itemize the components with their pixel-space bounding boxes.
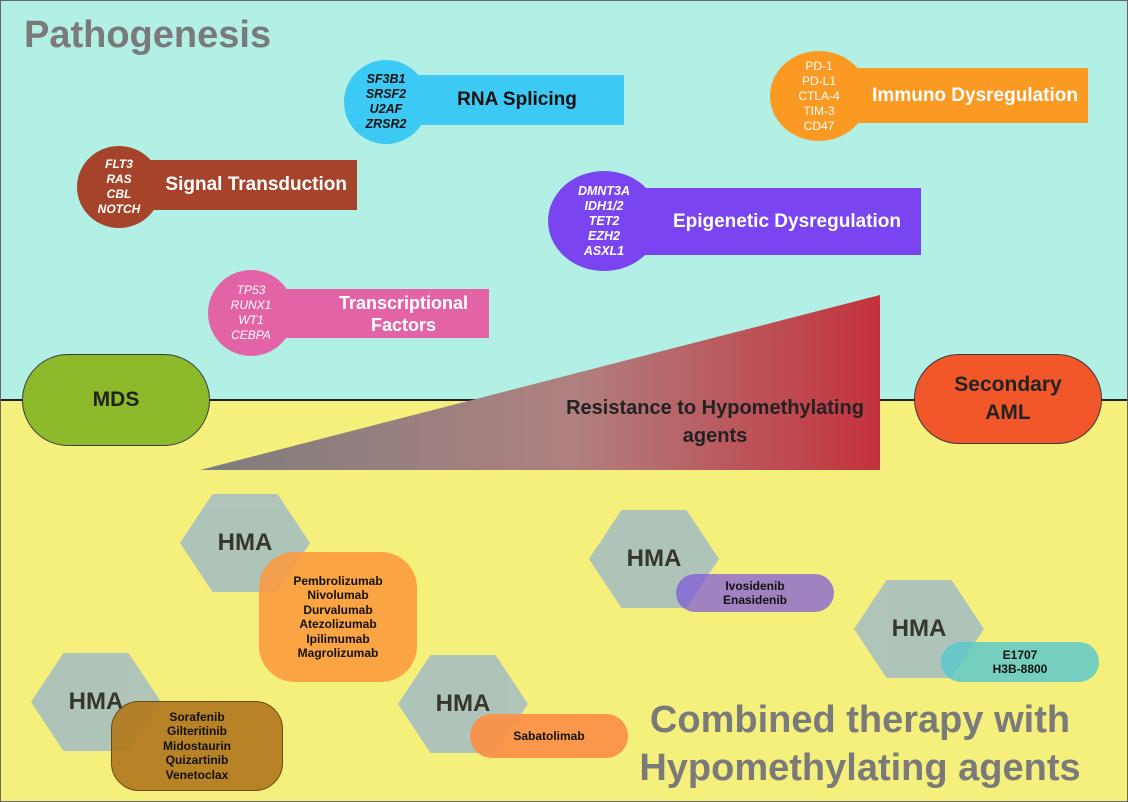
- gene-label: CD47: [803, 118, 835, 133]
- gene-label: RUNX1: [230, 298, 272, 312]
- pathway-label: RNA Splicing: [457, 89, 577, 110]
- drug-label: Atezolizumab: [299, 617, 377, 631]
- drug-label: Nivolumab: [307, 588, 369, 602]
- pathogenesis-title: Pathogenesis: [24, 14, 272, 56]
- mds-stage: MDS: [22, 354, 210, 446]
- gene-circle-transcriptional-factors: TP53 RUNX1 WT1 CEBPA: [208, 270, 294, 356]
- gene-label: FLT3: [105, 157, 133, 171]
- gene-label: TP53: [236, 283, 266, 297]
- gene-label: IDH1/2: [584, 198, 624, 213]
- gene-label: DMNT3A: [577, 183, 631, 198]
- gene-circle-epigenetic-dysregulation: DMNT3A IDH1/2 TET2 EZH2 ASXL1: [548, 171, 660, 271]
- gene-label: EZH2: [588, 228, 620, 243]
- pathway-label: Immuno Dysregulation: [872, 84, 1078, 106]
- gene-label: WT1: [238, 313, 264, 327]
- drug-label: Venetoclax: [165, 767, 229, 782]
- gene-label: TIM-3: [803, 103, 835, 118]
- gene-label: ZRSR2: [365, 117, 407, 131]
- drug-label: Magrolizumab: [297, 646, 379, 660]
- pathway-label: Signal Transduction: [165, 174, 347, 195]
- gene-label: CTLA-4: [798, 88, 840, 103]
- gene-label: CBL: [106, 187, 132, 201]
- drug-label: H3B-8800: [992, 662, 1048, 676]
- gene-label: U2AF: [369, 102, 403, 116]
- pathway-bar-rna-splicing: RNA Splicing: [410, 75, 624, 125]
- drug-label: Ivosidenib: [725, 578, 785, 593]
- drug-label: Sabatolimab: [513, 728, 585, 743]
- gene-label: PD-1: [805, 58, 833, 73]
- gene-label: CEBPA: [231, 328, 271, 342]
- drug-label: E1707: [1002, 647, 1038, 662]
- gene-label: NOTCH: [97, 202, 141, 216]
- gene-circle-immuno-dysregulation: PD-1 PD-L1 CTLA-4 TIM-3 CD47: [770, 51, 868, 141]
- pathway-bar-transcriptional-factors: Transcriptional Factors: [258, 289, 489, 338]
- gene-label: SF3B1: [366, 72, 406, 86]
- resistance-gradient-shape: [200, 295, 880, 470]
- drug-label: Sorafenib: [169, 709, 225, 724]
- drug-box-checkpoint-inhibitors: Pembrolizumab Nivolumab Durvalumab Atezo…: [259, 552, 417, 682]
- pathway-bar-immuno-dysregulation: Immuno Dysregulation: [840, 68, 1088, 123]
- pathway-bar-epigenetic-dysregulation: Epigenetic Dysregulation: [620, 188, 921, 255]
- secondary-aml-stage: Secondary AML: [914, 354, 1102, 444]
- pathway-label: Transcriptional Factors: [338, 292, 469, 335]
- drug-box-idh-inhibitors: Ivosidenib Enasidenib: [676, 574, 834, 612]
- gene-circle-rna-splicing: SF3B1 SRSF2 U2AF ZRSR2: [344, 60, 428, 144]
- gene-label: PD-L1: [801, 73, 836, 88]
- drug-label: Durvalumab: [303, 602, 373, 617]
- drug-label: Quizartinib: [165, 753, 229, 768]
- drug-box-kinase-inhibitors: Sorafenib Gilteritinib Midostaurin Quiza…: [111, 701, 283, 791]
- therapy-title: Combined therapy with Hypomethylating ag…: [639, 699, 1081, 789]
- gene-label: TET2: [588, 213, 620, 228]
- drug-box-sabatolimab: Sabatolimab: [470, 714, 628, 758]
- drug-label: Midostaurin: [163, 738, 231, 753]
- gene-label: RAS: [106, 172, 132, 186]
- gene-label: ASXL1: [583, 243, 625, 258]
- resistance-label: Resistance to Hypomethylating agents: [566, 397, 864, 447]
- drug-label: Enasidenib: [722, 593, 787, 607]
- gene-label: SRSF2: [365, 87, 407, 101]
- drug-label: Pembrolizumab: [293, 573, 383, 588]
- drug-label: Ipilimumab: [306, 631, 370, 646]
- gene-circle-signal-transduction: FLT3 RAS CBL NOTCH: [77, 146, 161, 228]
- drug-label: Gilteritinib: [167, 724, 227, 739]
- pathway-bar-signal-transduction: Signal Transduction: [128, 160, 357, 210]
- pathway-label: Epigenetic Dysregulation: [672, 210, 901, 232]
- drug-box-splicing-modulators: E1707 H3B-8800: [941, 642, 1099, 682]
